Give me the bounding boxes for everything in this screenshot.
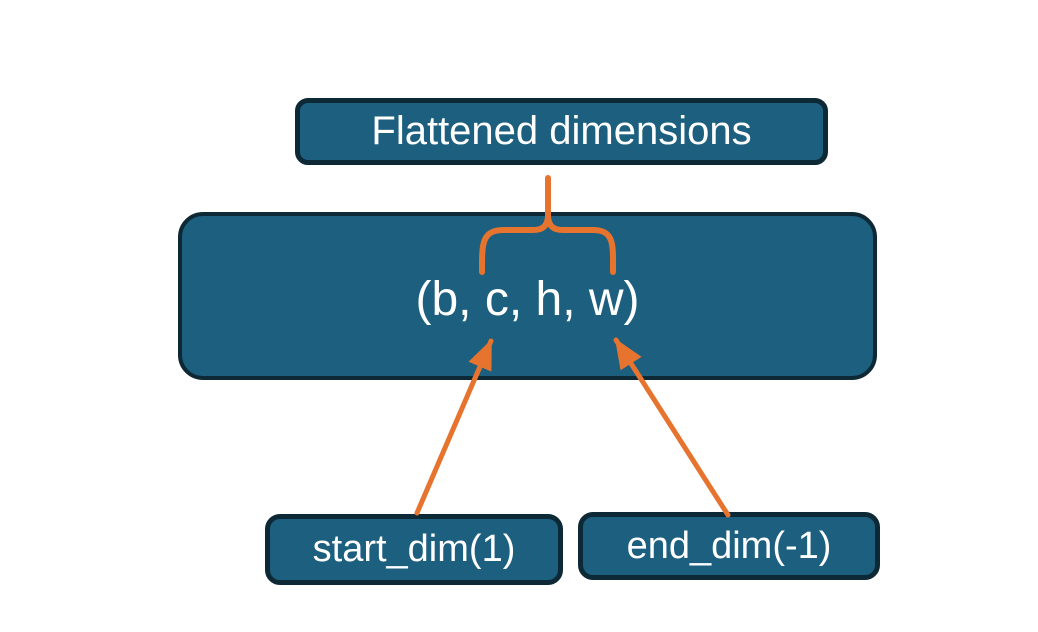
node-start-dim-label: start_dim(1) bbox=[312, 528, 516, 570]
node-flattened-dimensions: Flattened dimensions bbox=[295, 98, 828, 165]
node-tensor-shape-label: (b, c, h, w) bbox=[415, 272, 640, 326]
node-start-dim: start_dim(1) bbox=[265, 514, 563, 585]
node-flattened-dimensions-label: Flattened dimensions bbox=[371, 109, 752, 153]
node-end-dim-label: end_dim(-1) bbox=[626, 524, 832, 567]
node-end-dim: end_dim(-1) bbox=[578, 512, 880, 580]
node-tensor-shape: (b, c, h, w) bbox=[178, 212, 877, 380]
